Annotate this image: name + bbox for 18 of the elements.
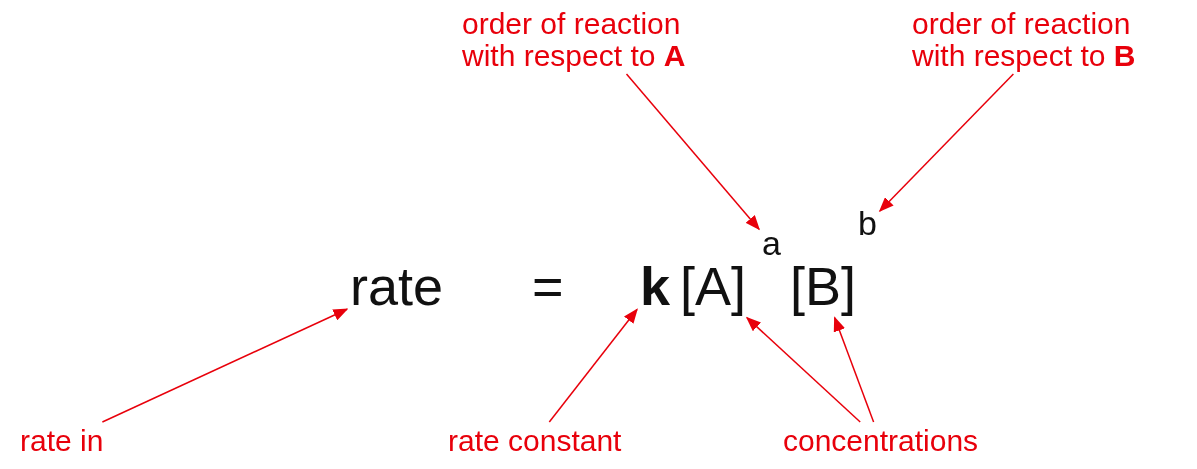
arrow — [878, 73, 1015, 213]
arrow — [548, 308, 638, 423]
arrow — [101, 308, 349, 423]
annotation-text: rate constant — [448, 425, 622, 457]
annotation-text: concentrations — [783, 425, 979, 457]
equation-term: k — [640, 258, 671, 315]
annotation-text: rate in — [20, 425, 104, 457]
arrow — [833, 316, 875, 423]
annotation-text: order of reaction with respect to B — [912, 8, 1182, 71]
exponent: a — [762, 226, 781, 262]
equals-sign: = — [532, 258, 564, 315]
equation-term: [A] — [680, 258, 747, 315]
equation-term: [B] — [790, 258, 857, 315]
exponent: b — [858, 206, 877, 242]
arrow — [745, 316, 861, 423]
arrow — [625, 73, 760, 231]
equation-term: rate — [350, 258, 444, 315]
annotation-text: order of reaction with respect to A — [462, 8, 732, 71]
